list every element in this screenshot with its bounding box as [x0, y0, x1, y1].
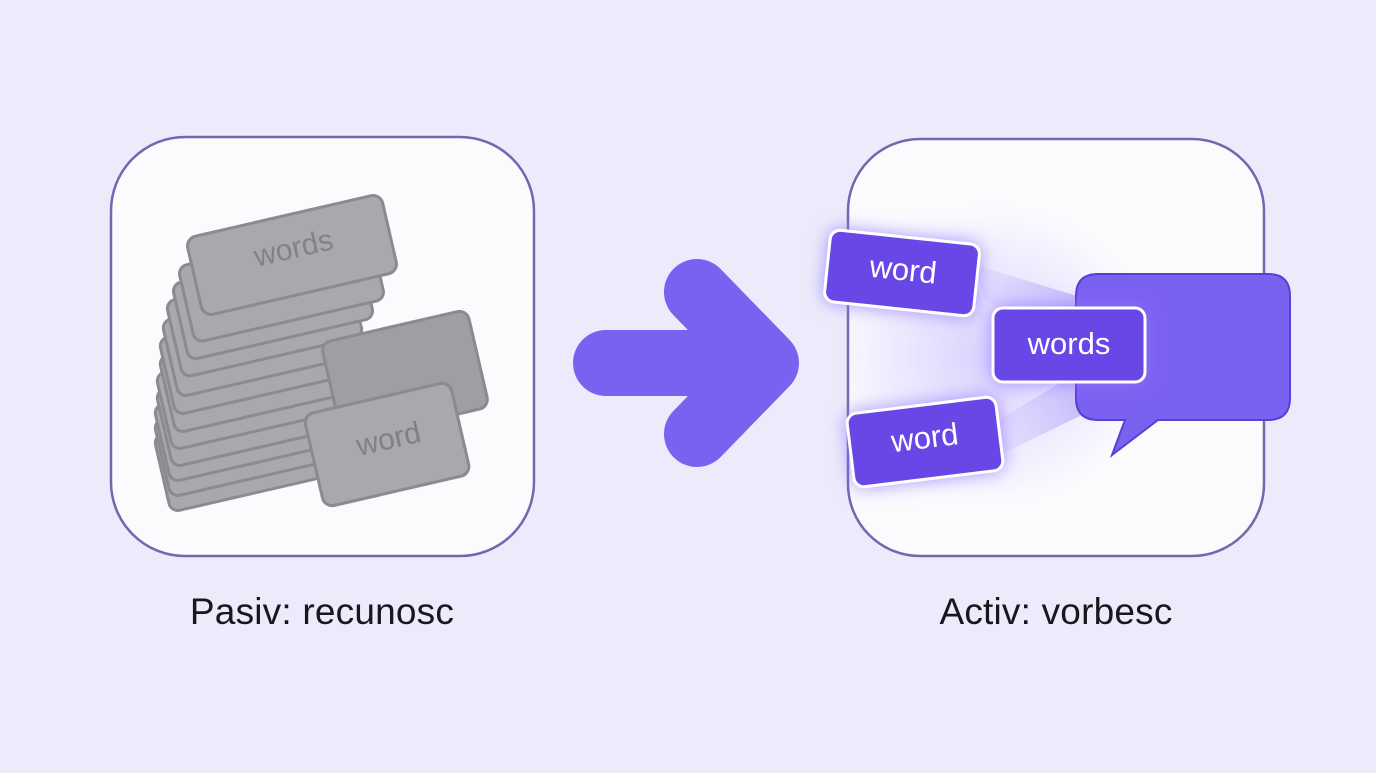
word-card-front: word	[303, 309, 489, 508]
arrow-right-icon	[573, 259, 799, 467]
active-caption: Activ: vorbesc	[939, 591, 1173, 632]
passive-caption: Pasiv: recunosc	[189, 591, 455, 632]
chip-label: words	[1027, 326, 1111, 361]
chip-label: word	[888, 416, 960, 459]
chip-label: word	[867, 249, 938, 291]
word-card-stack	[153, 194, 398, 512]
chip-words-middle: words	[991, 306, 1147, 384]
chip-word-top: word	[823, 228, 981, 318]
chip-word-bottom: word	[845, 395, 1005, 489]
